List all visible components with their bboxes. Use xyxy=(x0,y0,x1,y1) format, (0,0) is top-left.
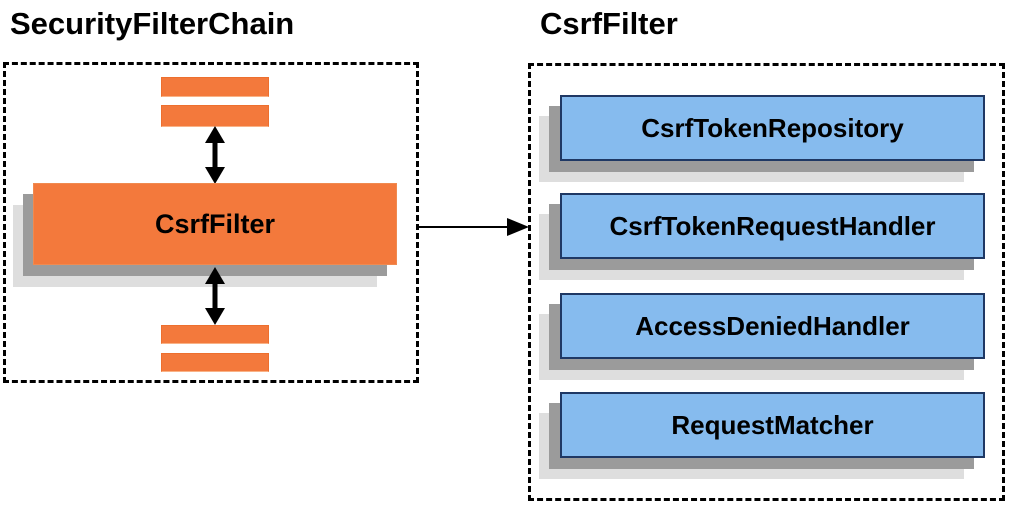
filter-placeholder-bar xyxy=(161,77,269,97)
csrf-filter-node: CsrfFilter xyxy=(33,183,397,265)
csrf-filter-title: CsrfFilter xyxy=(540,6,678,41)
filter-placeholder-bar xyxy=(161,325,269,344)
double-arrow-icon xyxy=(205,267,225,325)
security-filter-chain-container xyxy=(3,62,419,383)
arrow-icon xyxy=(419,218,529,236)
csrf-token-request-handler-node: CsrfTokenRequestHandler xyxy=(560,193,985,259)
request-matcher-node: RequestMatcher xyxy=(560,392,985,458)
request-matcher-label: RequestMatcher xyxy=(671,409,874,440)
access-denied-handler-node: AccessDeniedHandler xyxy=(560,293,985,359)
filter-placeholder-bar xyxy=(161,353,269,372)
security-filter-chain-title: SecurityFilterChain xyxy=(10,6,295,41)
access-denied-handler-label: AccessDeniedHandler xyxy=(635,310,910,341)
double-arrow-icon xyxy=(205,126,225,184)
csrf-filter-container xyxy=(528,63,1005,501)
csrf-token-request-handler-label: CsrfTokenRequestHandler xyxy=(609,210,936,241)
csrf-token-repository-label: CsrfTokenRepository xyxy=(641,112,904,143)
csrf-token-repository-node: CsrfTokenRepository xyxy=(560,95,985,161)
csrf-filter-node-label: CsrfFilter xyxy=(154,208,276,239)
filter-placeholder-bar xyxy=(161,105,269,127)
